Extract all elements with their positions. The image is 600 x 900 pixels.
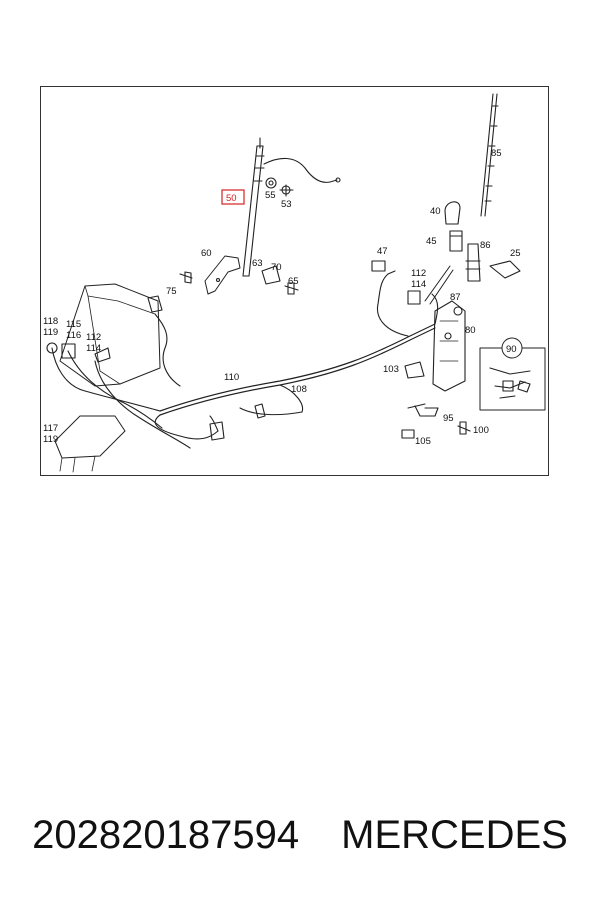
callout-112-left: 112 xyxy=(86,332,101,343)
callout-75: 75 xyxy=(166,286,177,297)
callout-112-right: 112 xyxy=(411,268,426,279)
caption: 202820187594 MERCEDES xyxy=(0,800,600,870)
callout-25: 25 xyxy=(510,248,521,259)
callout-80: 80 xyxy=(465,325,476,336)
callout-47: 47 xyxy=(377,246,388,257)
callout-119-bottom: 119 xyxy=(43,434,58,445)
callout-95: 95 xyxy=(443,413,454,424)
callout-65: 65 xyxy=(288,276,299,287)
callout-114-left: 114 xyxy=(86,343,101,354)
callout-70: 70 xyxy=(271,262,282,273)
callout-118: 118 xyxy=(43,316,58,327)
callout-108: 108 xyxy=(291,384,307,395)
callout-40: 40 xyxy=(430,206,441,217)
callout-60: 60 xyxy=(201,248,212,259)
callout-117: 117 xyxy=(43,423,58,434)
callout-119-top: 119 xyxy=(43,327,58,338)
callout-103: 103 xyxy=(383,364,399,375)
highlight-box xyxy=(221,189,245,205)
callout-53: 53 xyxy=(281,199,292,210)
callout-115: 115 xyxy=(66,319,81,330)
callout-85: 85 xyxy=(491,148,502,159)
brand-name: MERCEDES xyxy=(341,812,568,857)
callout-50: 50 xyxy=(226,193,237,204)
callout-86: 86 xyxy=(480,240,491,251)
callout-55: 55 xyxy=(265,190,276,201)
callout-87: 87 xyxy=(450,292,461,303)
callout-116: 116 xyxy=(66,330,81,341)
callout-63: 63 xyxy=(252,258,263,269)
part-number: 202820187594 xyxy=(32,812,300,857)
callout-100: 100 xyxy=(473,425,489,436)
callouts: 50 85 40 45 86 25 87 80 90 103 95 105 10… xyxy=(43,148,523,447)
callout-45: 45 xyxy=(426,236,437,247)
diagram-frame xyxy=(40,86,549,476)
callout-114-right: 114 xyxy=(411,279,426,290)
callout-105: 105 xyxy=(415,436,431,447)
parts-diagram: 50 85 40 45 86 25 87 80 90 103 95 105 10… xyxy=(43,93,546,473)
callout-90: 90 xyxy=(506,344,517,355)
callout-110: 110 xyxy=(224,372,239,383)
